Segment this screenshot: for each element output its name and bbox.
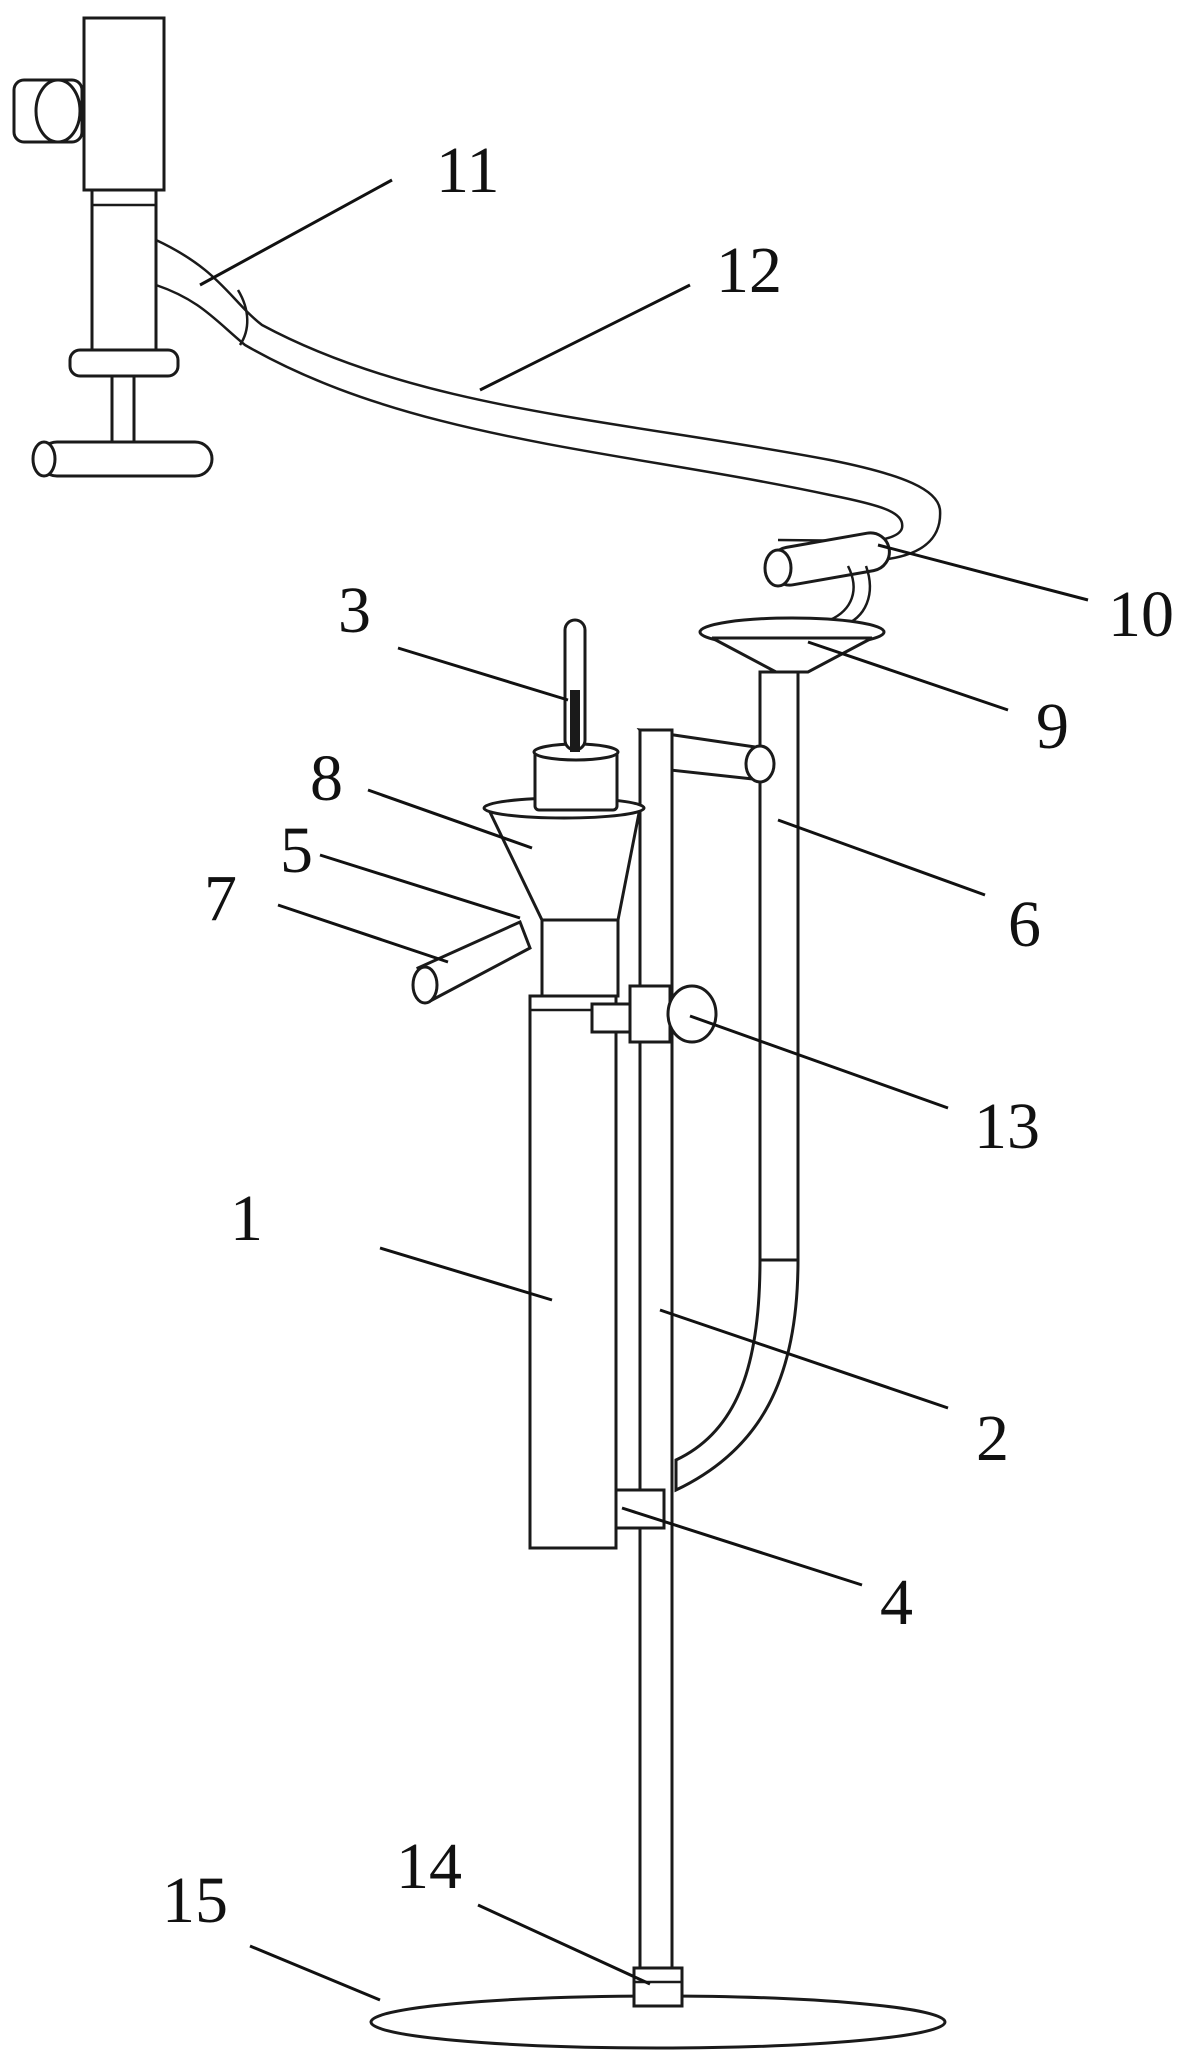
label-13: 13 (974, 1090, 1040, 1163)
reference-labels: 11 12 10 9 3 8 5 7 6 13 1 2 4 14 15 (162, 134, 1174, 1937)
label-6: 6 (1008, 888, 1041, 961)
leader-15 (249, 1944, 381, 2002)
label-14: 14 (396, 1830, 462, 1903)
main-column (411, 618, 718, 1550)
label-11: 11 (436, 134, 500, 207)
t-handle (38, 440, 214, 478)
clamp-13-knob (666, 984, 718, 1044)
leader-4 (621, 1506, 863, 1587)
leader-3 (397, 646, 569, 702)
leader-6 (777, 818, 986, 897)
top-left-assembly (12, 16, 214, 478)
label-10: 10 (1108, 578, 1174, 651)
funnel-9-body (711, 636, 873, 674)
vessel-neck (540, 918, 620, 998)
stand (369, 727, 947, 2050)
collar (68, 348, 180, 378)
bottom-joint-4 (614, 1488, 666, 1530)
stand-rod-2 (638, 728, 674, 1982)
rod-foot-14 (632, 1966, 684, 2008)
delivery-tube (155, 238, 942, 628)
clamp-13-body (628, 984, 672, 1044)
leader-11 (199, 178, 393, 287)
leader-13 (689, 1014, 949, 1110)
label-7: 7 (204, 862, 237, 935)
leader-9 (807, 640, 1009, 712)
leader-1 (379, 1246, 553, 1302)
leader-lines (199, 178, 1089, 2002)
upper-column (82, 16, 166, 192)
leader-12 (479, 283, 691, 392)
side-knob-end (34, 78, 82, 144)
label-2: 2 (976, 1402, 1009, 1475)
lower-column (90, 188, 158, 352)
leader-5 (319, 853, 521, 920)
leader-8 (367, 788, 533, 850)
label-4: 4 (880, 1566, 913, 1639)
label-12: 12 (716, 234, 782, 307)
label-8: 8 (310, 742, 343, 815)
thermometer-bulb (570, 690, 580, 752)
column-1 (528, 994, 618, 1550)
tube-6-bend (674, 1258, 800, 1493)
handle-stem (110, 374, 136, 448)
label-15: 15 (162, 1864, 228, 1937)
drip-line (829, 565, 855, 622)
leader-2 (659, 1308, 949, 1410)
label-3: 3 (338, 574, 371, 647)
label-9: 9 (1036, 690, 1069, 763)
label-1: 1 (230, 1182, 263, 1255)
vessel-8 (485, 806, 642, 922)
label-5: 5 (280, 814, 313, 887)
leader-14 (477, 1903, 651, 1986)
leader-10 (877, 543, 1089, 602)
leader-7 (277, 903, 449, 964)
